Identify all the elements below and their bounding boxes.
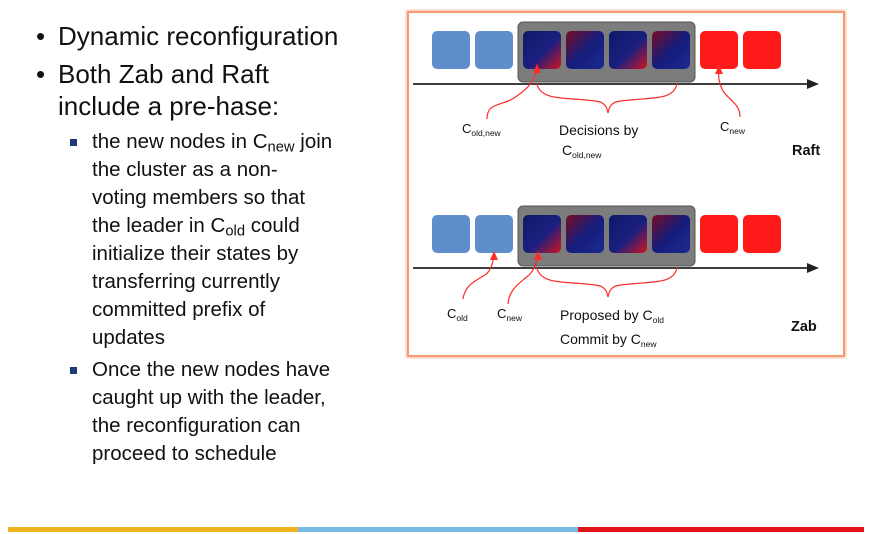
bullet-dot: • <box>36 21 46 51</box>
bullet-dot: • <box>36 59 46 89</box>
zab-log-entry <box>652 215 690 253</box>
slide-text: • Dynamic reconfiguration • Both Zab and… <box>36 20 386 468</box>
zab-log-entry <box>609 215 647 253</box>
arrowhead-icon <box>490 251 498 260</box>
raft-log-entry <box>475 31 513 69</box>
raft-log-entry <box>432 31 470 69</box>
raft-log-entry <box>652 31 690 69</box>
zab-log-entry <box>432 215 470 253</box>
zab-log-entry <box>523 215 561 253</box>
footer-bar-yellow <box>8 527 298 532</box>
reconfiguration-diagram: Cold,new Decisions by Cold,new Cnew Raft… <box>405 9 847 359</box>
footer-bar-blue <box>298 527 578 532</box>
zab-log-entry <box>566 215 604 253</box>
zab-group-box <box>517 205 696 267</box>
zab-brace <box>536 267 678 298</box>
zab-log-entry <box>700 215 738 253</box>
raft-log-entry <box>743 31 781 69</box>
zab-log-entry <box>475 215 513 253</box>
zab-timeline-arrowhead <box>807 263 819 273</box>
raft-brace <box>536 83 678 114</box>
subbullet-new-nodes: the new nodes in Cnew join the cluster a… <box>70 128 386 352</box>
diagram-svg: Cold,new Decisions by Cold,new Cnew Raft… <box>406 10 846 358</box>
raft-title: Raft <box>792 143 820 159</box>
zab-title: Zab <box>791 319 817 335</box>
bullet-zab-raft-prephase: • Both Zab and Raft include a pre-hase: <box>36 59 280 121</box>
raft-group-box <box>517 21 696 83</box>
footer-bar-red <box>578 527 864 532</box>
subbullet-caught-up: Once the new nodes have caught up with t… <box>70 356 386 468</box>
raft-arrow-cold-new <box>486 68 538 120</box>
raft-label-decisions: Decisions by <box>559 122 638 138</box>
arrowhead-icon <box>715 65 723 74</box>
raft-log-entry <box>566 31 604 69</box>
raft-label-cold-new: Cold,new <box>462 121 502 138</box>
raft-label-cnew: Cnew <box>720 119 746 136</box>
raft-timeline-arrowhead <box>807 79 819 89</box>
zab-arrow-cnew <box>507 254 539 305</box>
raft-log-entry <box>700 31 738 69</box>
zab-log-entry <box>743 215 781 253</box>
raft-log-entry <box>609 31 647 69</box>
square-bullet-icon <box>70 139 77 146</box>
square-bullet-icon <box>70 367 77 374</box>
zab-label-proposed: Proposed by Cold <box>560 307 664 325</box>
raft-arrow-cnew <box>718 68 741 118</box>
zab-label-cold: Cold <box>447 306 468 323</box>
arrowhead-icon <box>534 251 542 260</box>
zab-label-commit: Commit by Cnew <box>560 331 657 349</box>
zab-label-cnew: Cnew <box>497 306 523 323</box>
zab-arrow-cold <box>462 254 495 300</box>
bullet-dynamic-reconfiguration: • Dynamic reconfiguration <box>36 21 339 51</box>
arrowhead-icon <box>533 64 541 73</box>
raft-log-entry <box>523 31 561 69</box>
raft-label-decisions-by: Cold,new <box>562 142 602 160</box>
